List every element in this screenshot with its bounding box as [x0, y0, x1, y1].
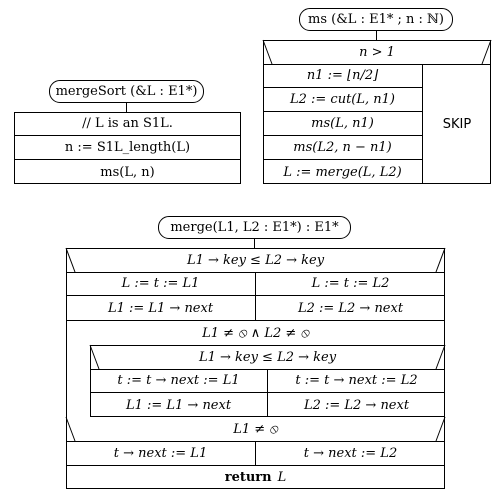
- merge-if1-bottom: [66, 320, 445, 321]
- merge-if1-condition: L1 → key ≤ L2 → key: [186, 252, 325, 268]
- mergesort-row-3: ms(L, n): [100, 164, 155, 180]
- mergesort-header: mergeSort (&L : E1*): [49, 80, 204, 103]
- ms-condition-divider: [263, 64, 491, 65]
- ms-cond-slant-right: [481, 39, 492, 65]
- ms-else-skip: SKIP: [442, 116, 472, 132]
- merge-loop-else-2: L2 := L2 → next: [303, 397, 410, 413]
- merge-if1-else-1: L := t := L2: [256, 272, 445, 296]
- return-keyword: return: [224, 469, 272, 485]
- merge-loop-else-1: t := t → next := L2: [268, 369, 445, 393]
- merge-header: merge(L1, L2 : E1*) : E1*: [158, 216, 351, 239]
- ms-row-1: n1 := ⌊n/2⌋: [263, 64, 422, 88]
- ms-row-5: L := merge(L, L2): [283, 164, 402, 180]
- return-value: L: [277, 469, 287, 485]
- merge-if1-slant-right: [435, 247, 446, 273]
- merge-if2-then: t → next := L1: [113, 445, 208, 461]
- merge-loop-if-slant-left: [89, 344, 100, 370]
- merge-if1-slant-left: [65, 247, 76, 273]
- mergesort-row-2: n := S1L_length(L): [14, 136, 241, 160]
- ms-body: [263, 40, 491, 184]
- ms-header-connector: [376, 31, 377, 40]
- ms-row-2: L2 := cut(L, n1): [263, 88, 422, 112]
- merge-if1-then-2: L1 := L1 → next: [107, 300, 214, 316]
- merge-loop-condition: L1 ≠ ⦸ ∧ L2 ≠ ⦸: [202, 325, 309, 341]
- ms-row-4: ms(L2, n − n1): [263, 136, 422, 160]
- merge-loop-branch-divider: [267, 369, 268, 417]
- mergesort-body: [14, 112, 241, 184]
- merge-if1-branch-divider: [255, 272, 256, 320]
- merge-loop-if-condition: L1 → key ≤ L2 → key: [198, 349, 337, 365]
- ms-row-3: ms(L, n1): [263, 112, 422, 136]
- mergesort-row-1: // L is an S1L.: [14, 112, 241, 136]
- ms-cond-slant-left: [262, 39, 273, 65]
- ms-branch-divider: [422, 64, 423, 184]
- merge-loop-then-2: L1 := L1 → next: [125, 397, 232, 413]
- merge-if2-branch-divider: [255, 441, 256, 465]
- merge-if1-then-1: L := t := L1: [66, 272, 255, 296]
- merge-loop-then-1: t := t → next := L1: [90, 369, 267, 393]
- merge-if2-slant-left: [65, 416, 76, 442]
- merge-if1-else-2: L2 := L2 → next: [297, 300, 404, 316]
- merge-return-statement: return L: [66, 465, 445, 489]
- mergesort-header-connector: [126, 103, 127, 112]
- ms-header: ms (&L : E1* ; n : ℕ): [299, 8, 453, 31]
- merge-if2-bottom: [66, 465, 445, 466]
- merge-if2-condition: L1 ≠ ⦸: [233, 421, 278, 437]
- merge-loop-if-slant-right: [435, 344, 446, 370]
- ms-condition: n > 1: [359, 44, 395, 60]
- merge-header-connector: [254, 239, 255, 248]
- merge-if2-slant-right: [435, 416, 446, 442]
- merge-if2-else: t → next := L2: [303, 445, 398, 461]
